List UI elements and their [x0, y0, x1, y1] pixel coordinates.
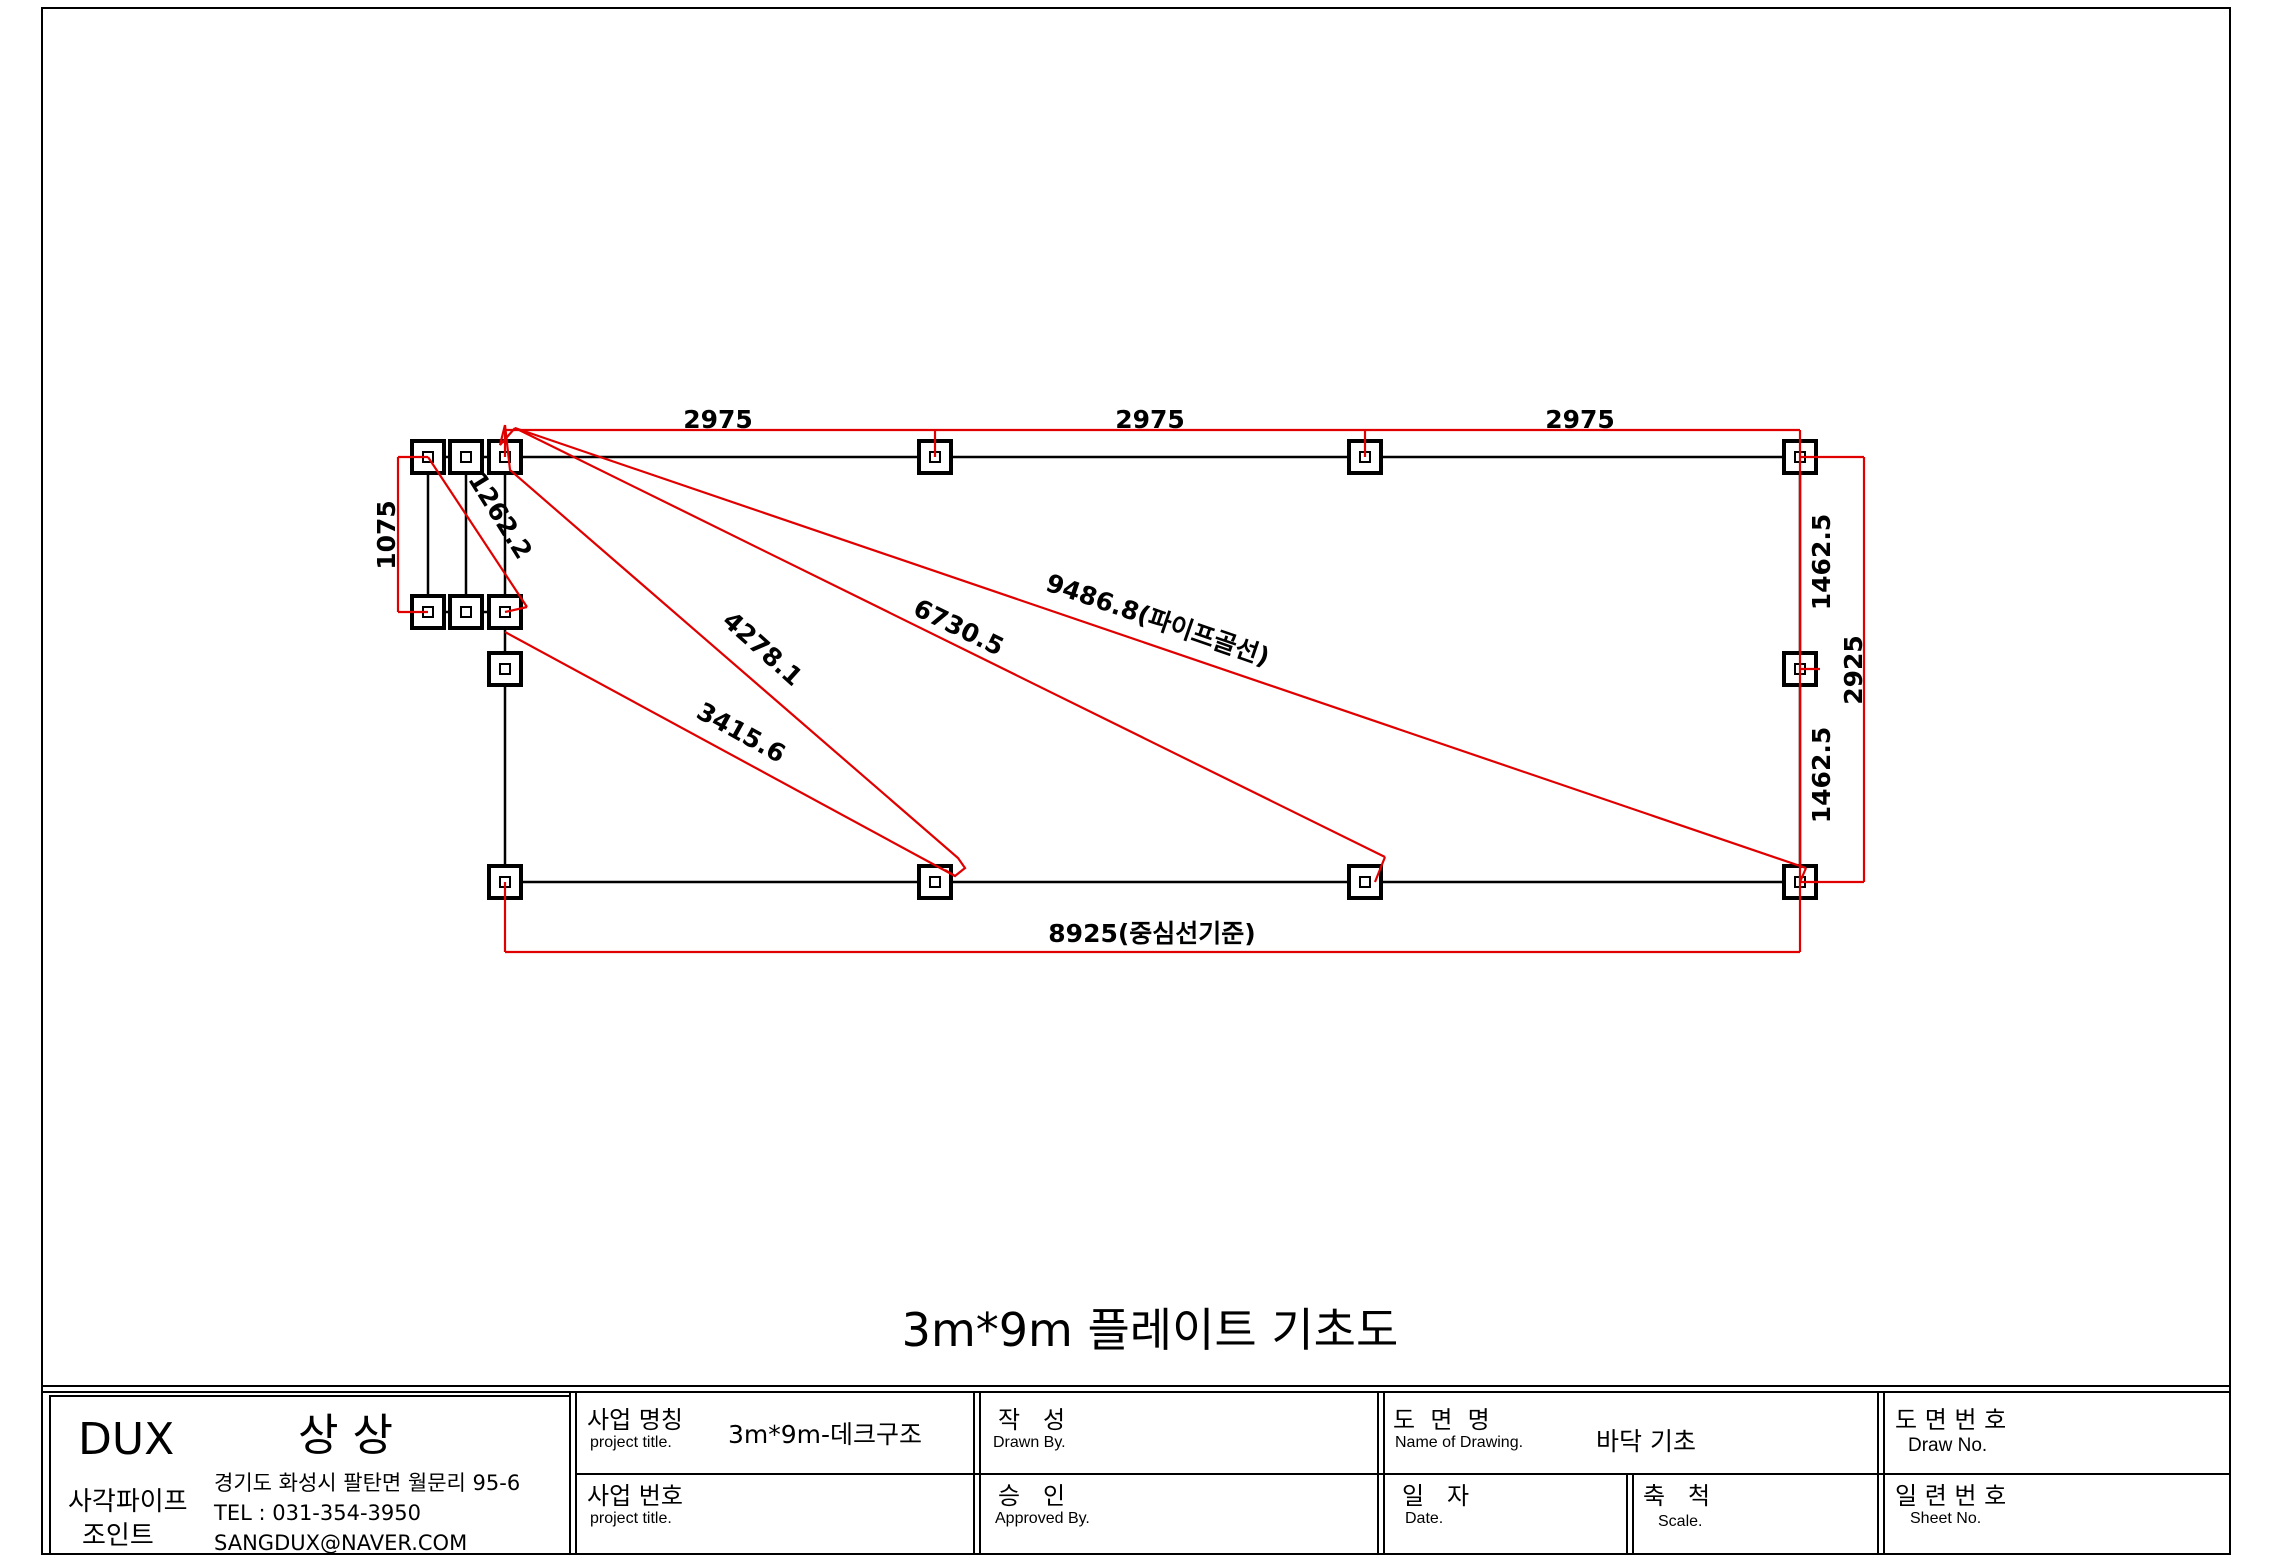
- dim-left-height: 1075: [372, 500, 401, 570]
- foundation-plan: 2975 2975 2975 1075 1262.2 4278.1 6730.5…: [372, 405, 1868, 954]
- approved-sub: Approved By.: [995, 1510, 1090, 1527]
- dim-right-half-1: 1462.5: [1807, 514, 1836, 610]
- plate-bolt: [460, 606, 472, 618]
- draw-no-label: 도 면 번 호: [1895, 1406, 2006, 1434]
- drawing-name-sub: Name of Drawing.: [1395, 1434, 1523, 1451]
- company-line2: 조인트: [82, 1521, 154, 1551]
- diag-3-line: [514, 426, 1807, 870]
- title-block: DUX 상 상 사각파이프 조인트 경기도 화성시 팔탄면 월문리 95-6 T…: [42, 1385, 2230, 1555]
- dim-diag-4: 3415.6: [692, 696, 790, 768]
- plate-bolt: [1359, 876, 1371, 888]
- diag-2-line: [514, 427, 1386, 858]
- dim-top-3: 2975: [1545, 405, 1615, 434]
- base-plate: [448, 594, 484, 630]
- plate-bolt: [929, 876, 941, 888]
- company-name-kr: 상 상: [298, 1410, 393, 1461]
- drawing-name-value: 바닥 기초: [1596, 1427, 1696, 1456]
- scale-label: 축 척: [1643, 1482, 1710, 1510]
- dim-top-2: 2975: [1115, 405, 1185, 434]
- drawing-name-label: 도 면 명: [1393, 1406, 1490, 1434]
- sheet-border: [41, 7, 2231, 1555]
- dimension-lines: [396, 424, 1866, 954]
- draw-no-sub: Draw No.: [1908, 1435, 1987, 1456]
- dim-left-diag: 1262.2: [462, 467, 538, 564]
- base-plates: [410, 439, 1818, 900]
- approved-label: 승 인: [998, 1482, 1065, 1510]
- drawn-sub: Drawn By.: [993, 1434, 1066, 1451]
- scale-sub: Scale.: [1658, 1513, 1702, 1530]
- drawing-title: 3m*9m 플레이트 기초도: [902, 1303, 1399, 1357]
- diag-1-line: [503, 424, 967, 878]
- company-email: SANGDUX@NAVER.COM: [214, 1531, 467, 1555]
- project-name-value: 3m*9m-데크구조: [728, 1420, 922, 1449]
- plate-bolt: [499, 606, 511, 618]
- sheet-no-sub: Sheet No.: [1910, 1510, 1981, 1527]
- drawn-label: 작 성: [998, 1406, 1065, 1434]
- base-plate: [487, 651, 523, 687]
- date-label: 일 자: [1402, 1482, 1469, 1510]
- dim-top-1: 2975: [683, 405, 753, 434]
- dim-right-total: 2925: [1839, 635, 1868, 705]
- base-plate: [448, 439, 484, 475]
- base-plate: [1347, 864, 1383, 900]
- company-name: DUX: [78, 1414, 174, 1465]
- company-tel: TEL : 031-354-3950: [213, 1501, 421, 1525]
- date-sub: Date.: [1405, 1510, 1443, 1527]
- frame-outline: [426, 455, 1802, 884]
- project-name-sub: project title.: [590, 1434, 672, 1451]
- sheet-no-label: 일 련 번 호: [1895, 1482, 2006, 1510]
- dim-diag-1: 4278.1: [717, 606, 808, 692]
- diag-4-line: [504, 631, 956, 877]
- plate-bolt: [460, 451, 472, 463]
- plate-bolt: [499, 663, 511, 675]
- dim-right-half-2: 1462.5: [1807, 727, 1836, 823]
- company-line1: 사각파이프: [68, 1487, 188, 1517]
- project-no-label: 사업 번호: [587, 1482, 683, 1510]
- dim-diag-2: 6730.5: [909, 593, 1008, 661]
- dim-bottom-total: 8925(중심선기준): [1048, 919, 1255, 948]
- diag-left: [427, 456, 528, 608]
- project-no-sub: project title.: [590, 1510, 672, 1527]
- project-name-label: 사업 명칭: [587, 1406, 683, 1434]
- company-address: 경기도 화성시 팔탄면 월문리 95-6: [214, 1471, 520, 1495]
